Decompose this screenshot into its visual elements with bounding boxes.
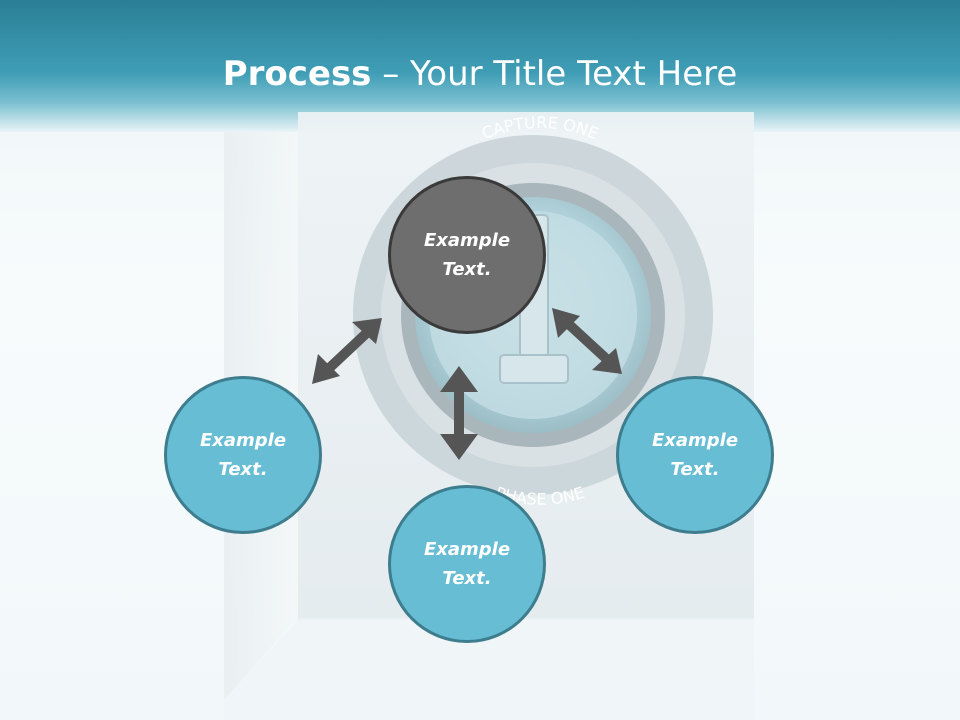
node-top-line1: Example — [423, 230, 511, 251]
node-right-line2: Text. — [670, 459, 720, 480]
node-left-line2: Text. — [218, 459, 268, 480]
node-right-line1: Example — [651, 430, 739, 451]
node-bottom-line1: Example — [423, 539, 511, 560]
title-bold: Process — [222, 54, 372, 94]
node-bottom-line2: Text. — [442, 568, 492, 589]
double-arrow-vertical — [440, 366, 478, 460]
node-left-line1: Example — [199, 430, 287, 451]
double-arrow-top-left — [312, 318, 382, 384]
slide-title: Process – Your Title Text Here — [0, 52, 960, 96]
double-arrow-top-right — [552, 308, 622, 374]
node-top-line2: Text. — [442, 259, 492, 280]
title-rest: – Your Title Text Here — [371, 54, 738, 94]
title-banner — [0, 0, 960, 132]
